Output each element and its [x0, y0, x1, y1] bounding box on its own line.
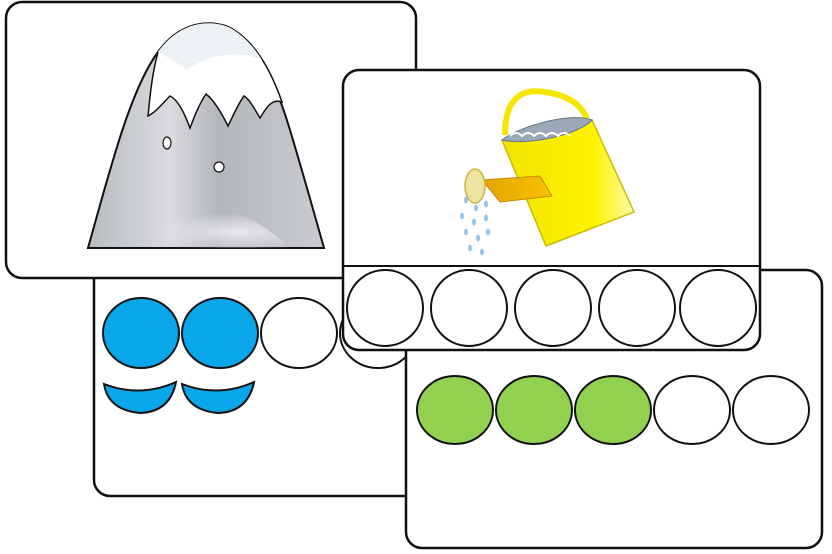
green-circle-empty-5 [732, 375, 810, 445]
blue-circle-empty-3 [260, 297, 338, 369]
green-circle-filled-2 [495, 375, 573, 445]
watering-circle-empty-3 [514, 269, 592, 347]
watering-circle-empty-2 [430, 269, 508, 347]
green-circle-filled-3 [574, 375, 652, 445]
blue-circle-filled-1 [102, 297, 180, 369]
card-mountain [4, 0, 418, 280]
green-circle-empty-4 [653, 375, 731, 445]
watering-can-picture [460, 88, 636, 256]
watering-circle-empty-4 [598, 269, 676, 347]
watering-circle-empty-1 [346, 269, 424, 347]
green-circle-filled-1 [416, 375, 494, 445]
mountain-picture [86, 22, 326, 249]
card-watering-can [341, 68, 762, 352]
blue-circle-filled-2 [181, 297, 259, 369]
blue-partial-piece-1 [102, 380, 178, 415]
blue-partial-piece-2 [180, 380, 256, 415]
watering-circle-empty-5 [679, 269, 757, 347]
